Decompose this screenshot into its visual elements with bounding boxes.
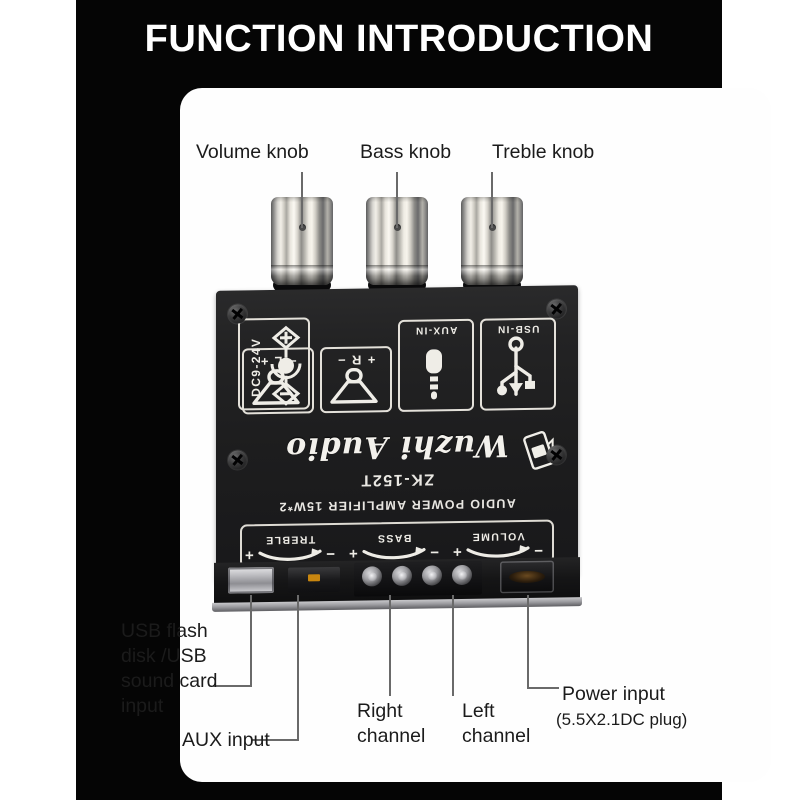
callout-left-channel: Left channel (462, 700, 531, 747)
leader-volume-knob (301, 172, 303, 228)
terminal-screw-1[interactable] (362, 566, 382, 587)
callout-power-input-spec: (5.5X2.1DC plug) (556, 710, 688, 729)
aux-in-label: AUX-IN (414, 324, 458, 336)
volume-arrow-icon (466, 545, 530, 558)
bass-arrow-icon (362, 546, 426, 560)
leader-aux-vertical (297, 595, 299, 740)
leader-right-channel (389, 595, 391, 696)
amplifier-pcb: − + VOLUME − + BASS (216, 285, 578, 583)
callout-treble-knob: Treble knob (492, 141, 595, 163)
callout-volume-knob: Volume knob (196, 141, 309, 163)
dc-polarity-icon (270, 325, 302, 406)
page-title: FUNCTION INTRODUCTION (144, 18, 654, 60)
leader-usb-horizontal (213, 685, 252, 687)
treble-silk-label: TREBLE (264, 533, 316, 547)
terminal-screw-2[interactable] (392, 565, 412, 587)
callout-aux-input: AUX input (182, 729, 270, 751)
pcb-silkscreen: − + VOLUME − + BASS (216, 285, 578, 583)
treble-knob[interactable] (461, 197, 523, 285)
aux-in-box: AUX-IN (398, 318, 474, 412)
callout-right-channel: Right channel (357, 700, 426, 747)
dc-input-box: DC9-24V (238, 317, 310, 411)
terminal-screw-4[interactable] (452, 564, 472, 586)
usb-in-box: USB-IN (480, 317, 556, 411)
tone-cell-volume: − + VOLUME (446, 518, 550, 564)
leader-power-vertical (527, 595, 529, 688)
right-channel-box: + R − (320, 346, 392, 414)
leader-power-horizontal (527, 687, 559, 689)
usb-port[interactable] (228, 566, 274, 594)
dc-voltage-label: DC9-24V (249, 337, 263, 397)
speaker-terminal-block[interactable] (354, 560, 482, 597)
volume-silk-label: VOLUME (471, 529, 525, 543)
leader-treble-knob (491, 172, 493, 228)
terminal-screw-3[interactable] (422, 565, 442, 586)
callout-bass-knob: Bass knob (360, 141, 452, 163)
leader-left-channel (452, 595, 454, 696)
aux-jack-icon (426, 349, 442, 400)
treble-arrow-icon (258, 548, 322, 561)
dc-barrel-jack[interactable] (500, 560, 554, 594)
callout-power-input: Power input (562, 683, 665, 705)
leader-usb-vertical (250, 595, 252, 686)
callout-usb-input: USB flash disk /USB sound card input (121, 620, 218, 717)
leader-aux-horizontal (252, 739, 299, 741)
tone-cell-treble: − + TREBLE (238, 521, 342, 567)
bass-silk-label: BASS (376, 531, 412, 545)
board-model: ZK-152T (359, 470, 435, 489)
tone-control-outline: − + VOLUME − + BASS (238, 518, 554, 569)
board-description: AUDIO POWER AMPLIFIER 15W*2 (278, 496, 516, 514)
speaker-right-icon (330, 367, 378, 404)
aux-jack[interactable] (288, 566, 340, 593)
usb-in-label: USB-IN (496, 322, 540, 335)
leader-bass-knob (396, 172, 398, 228)
right-channel-silk-label: + R − (336, 352, 376, 368)
tone-cell-bass: − + BASS (342, 519, 446, 565)
usb-icon (497, 336, 535, 396)
